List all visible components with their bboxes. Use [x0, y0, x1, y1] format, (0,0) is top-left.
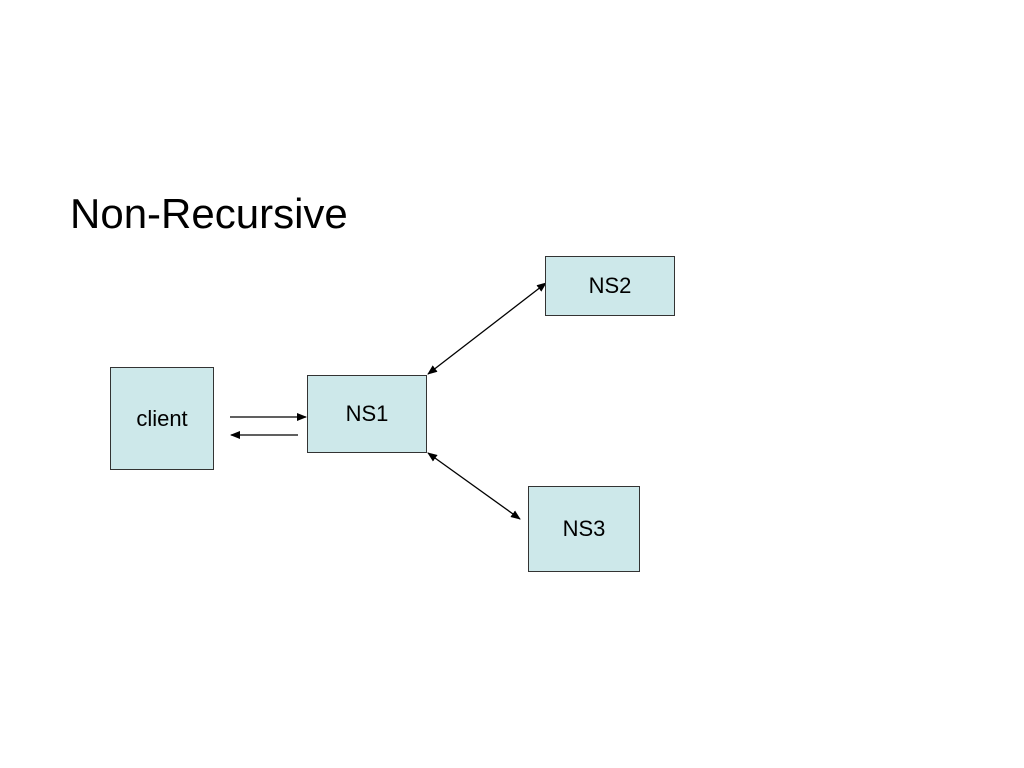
node-ns1-label: NS1 [345, 401, 389, 426]
node-ns3: NS3 [528, 486, 640, 572]
edge-ns1-ns2 [427, 282, 547, 375]
node-client-label: client [136, 405, 188, 431]
node-ns2-label: NS2 [588, 273, 632, 298]
slide-title: Non-Recursive [70, 190, 348, 237]
node-client: client [110, 367, 214, 470]
node-ns1: NS1 [307, 375, 427, 453]
edge-ns1-ns3 [427, 452, 521, 520]
node-ns3-label: NS3 [562, 516, 606, 541]
node-ns2: NS2 [545, 256, 675, 316]
